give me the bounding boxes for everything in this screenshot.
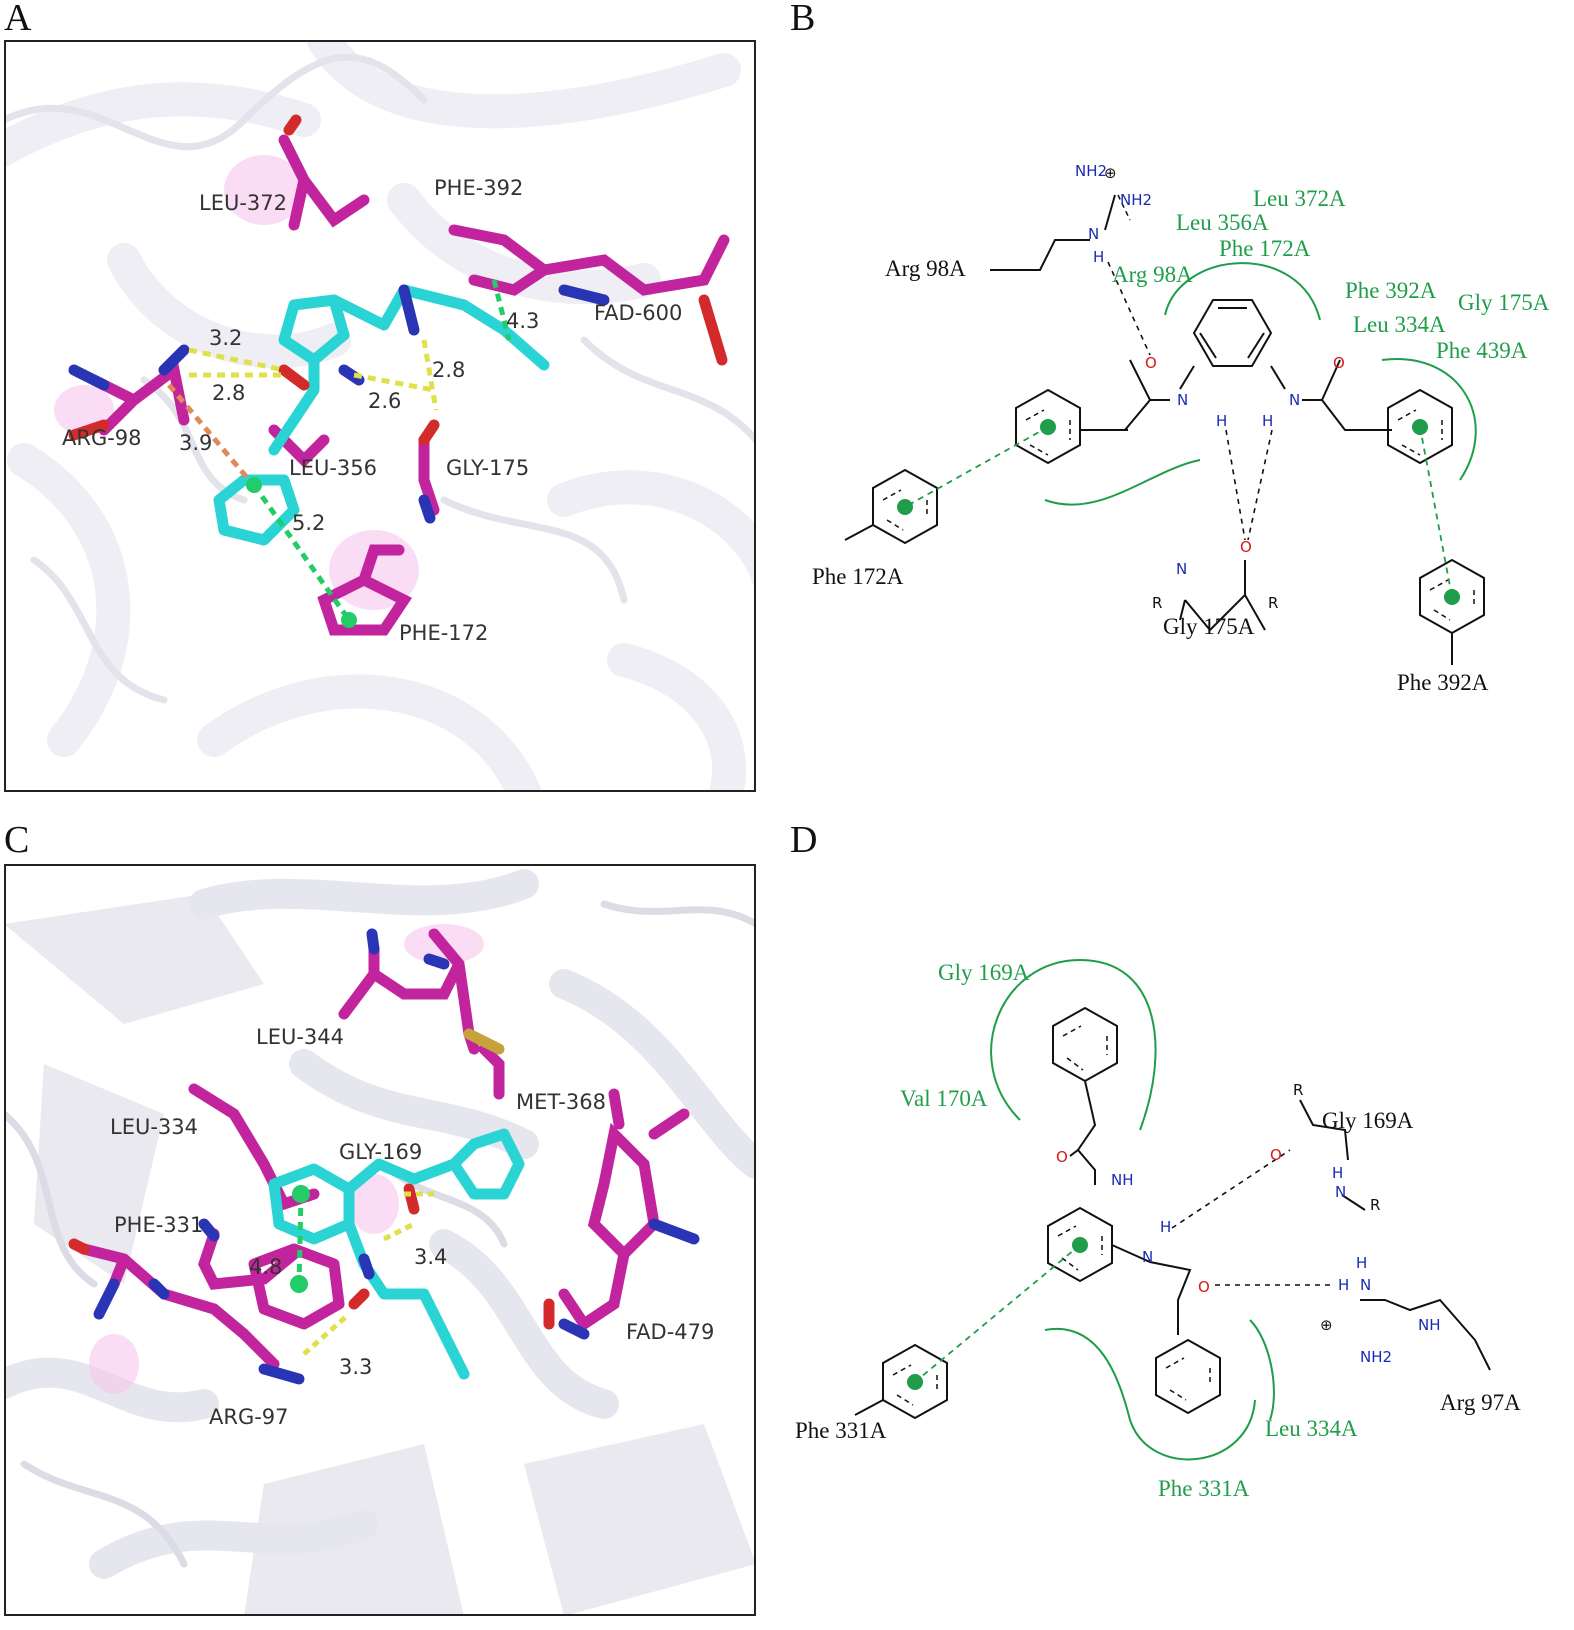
dist-3.3: 3.3: [339, 1355, 372, 1379]
atom-nh2: NH2: [1120, 191, 1152, 209]
atom-h-right: H: [1262, 412, 1273, 430]
panel-label-a: A: [4, 0, 32, 39]
hyd-gly-175a: Gly 175A: [1458, 290, 1550, 315]
res-phe-331a: Phe 331A: [795, 1418, 887, 1443]
label-phe-172: PHE-172: [399, 621, 488, 645]
dist-5.2: 5.2: [292, 511, 325, 535]
res-phe-392a: Phe 392A: [1397, 670, 1489, 695]
label-phe-392: PHE-392: [434, 176, 523, 200]
atom-n-arg: N: [1088, 225, 1099, 243]
atom-nh2-plus: NH2: [1075, 162, 1107, 180]
hyd-leu-356a: Leu 356A: [1176, 210, 1269, 235]
atom-h-arg-top: H: [1356, 1254, 1367, 1272]
label-phe-331: PHE-331: [114, 1213, 203, 1237]
atom-h-arg: H: [1338, 1276, 1349, 1294]
hyd-arg-98a: Arg 98A: [1112, 262, 1193, 287]
panel-label-b: B: [790, 0, 816, 39]
hyd-leu-334a: Leu 334A: [1353, 312, 1446, 337]
atom-o-mid: O: [1198, 1278, 1210, 1296]
atom-h-gly: H: [1332, 1164, 1343, 1182]
atom-o-right: O: [1333, 354, 1345, 372]
atom-n-mid: N: [1142, 1248, 1153, 1266]
atom-plus: ⊕: [1104, 164, 1117, 182]
label-fad-479: FAD-479: [626, 1320, 714, 1344]
panel-label-c: C: [4, 819, 30, 861]
hyd-phe-392a: Phe 392A: [1345, 278, 1437, 303]
hyd-gly-169a: Gly 169A: [938, 960, 1030, 985]
atom-o-gly: O: [1240, 538, 1252, 556]
res-arg-97a: Arg 97A: [1440, 1390, 1521, 1415]
dist-2.6: 2.6: [368, 389, 401, 413]
label-leu-372: LEU-372: [199, 191, 287, 215]
atom-nh-arg: NH: [1418, 1316, 1441, 1334]
atom-o-gly: O: [1270, 1146, 1282, 1164]
atom-r-gly-right: R: [1268, 594, 1278, 612]
res-arg-98a: Arg 98A: [885, 256, 966, 281]
res-phe-172a: Phe 172A: [812, 564, 904, 589]
panel-c-render: LEU-344 MET-368 LEU-334 GLY-169 PHE-331 …: [4, 864, 756, 1616]
label-met-368: MET-368: [516, 1090, 606, 1114]
hyd-leu-372a: Leu 372A: [1253, 186, 1346, 211]
label-leu-334: LEU-334: [110, 1115, 198, 1139]
hyd-leu-334a: Leu 334A: [1265, 1416, 1358, 1441]
dist-3.2: 3.2: [209, 326, 242, 350]
dist-3.4: 3.4: [414, 1245, 447, 1269]
panel-d-diagram: O NH H N O R O H N R H H N ⊕ NH NH2 Gly …: [795, 958, 1521, 1501]
hyd-phe-172a: Phe 172A: [1219, 236, 1311, 261]
atom-n-right: N: [1289, 391, 1300, 409]
atom-nh2-arg: NH2: [1360, 1348, 1392, 1366]
res-gly-175a: Gly 175A: [1163, 614, 1255, 639]
label-gly-175: GLY-175: [446, 456, 529, 480]
label-leu-344: LEU-344: [256, 1025, 344, 1049]
panel-a-render: LEU-372 PHE-392 FAD-600 ARG-98 LEU-356 G…: [4, 40, 756, 792]
hyd-val-170a: Val 170A: [900, 1086, 988, 1111]
atom-h-mid: H: [1160, 1218, 1171, 1236]
dist-4.3: 4.3: [506, 309, 539, 333]
atom-h-arg: H: [1093, 248, 1104, 266]
dist-2.8-arg: 2.8: [212, 381, 245, 405]
atom-h-left: H: [1216, 412, 1227, 430]
dist-2.8-gly: 2.8: [432, 358, 465, 382]
atom-n-arg: N: [1360, 1276, 1371, 1294]
label-arg-98: ARG-98: [62, 426, 142, 450]
hyd-phe-439a: Phe 439A: [1436, 338, 1528, 363]
atom-r-gly-top: R: [1293, 1081, 1303, 1099]
atom-plus-arg: ⊕: [1320, 1316, 1333, 1334]
atom-n-left: N: [1177, 391, 1188, 409]
hyd-phe-331a: Phe 331A: [1158, 1476, 1250, 1501]
atom-n-gly: N: [1176, 560, 1187, 578]
panel-label-d: D: [790, 819, 818, 861]
atom-r-gly-left: R: [1152, 594, 1162, 612]
dist-4.8: 4.8: [249, 1255, 282, 1279]
res-gly-169a: Gly 169A: [1322, 1108, 1414, 1133]
label-gly-169: GLY-169: [339, 1140, 422, 1164]
label-fad-600: FAD-600: [594, 301, 682, 325]
atom-o-left: O: [1145, 354, 1157, 372]
panel-b-diagram: NH2 ⊕ NH2 N H O O N N H H O N R R Arg 98…: [812, 162, 1550, 695]
label-arg-97: ARG-97: [209, 1405, 289, 1429]
atom-o-top: O: [1056, 1148, 1068, 1166]
label-leu-356: LEU-356: [289, 456, 377, 480]
atom-r-gly-bottom: R: [1370, 1196, 1380, 1214]
atom-n-gly: N: [1335, 1183, 1346, 1201]
atom-nh-top: NH: [1111, 1171, 1134, 1189]
dist-3.9: 3.9: [179, 431, 212, 455]
